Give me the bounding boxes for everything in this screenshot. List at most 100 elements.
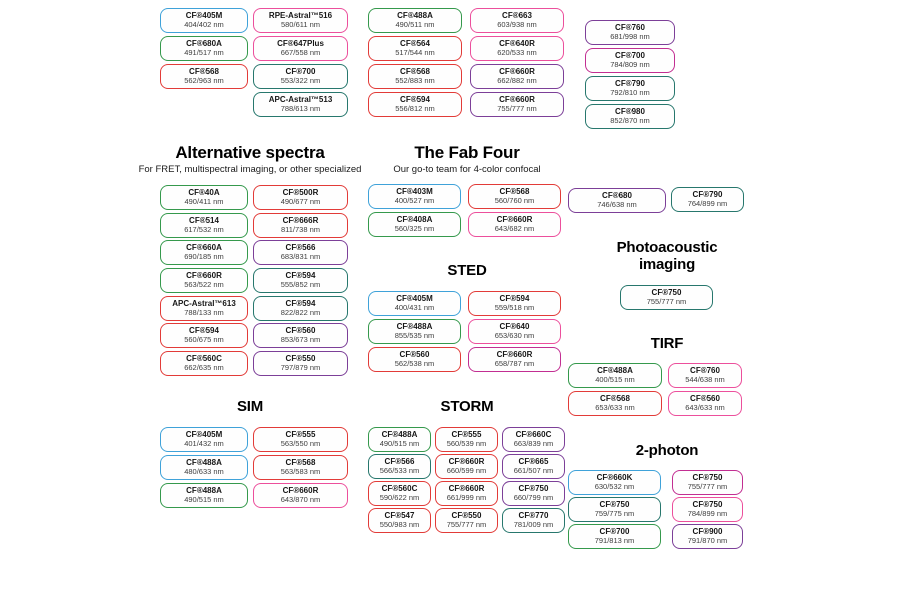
dye-name: CF®700	[599, 527, 630, 537]
dye-name: CF®568	[189, 67, 219, 77]
dye-name: CF®568	[499, 187, 530, 197]
dye-wavelengths: 643/633 nm	[685, 402, 725, 412]
dye-name: CF®594	[285, 271, 316, 281]
section-title: Alternative spectra	[175, 143, 325, 162]
dye-wavelengths: 792/810 nm	[610, 87, 650, 97]
dye-wavelengths: 560/675 nm	[184, 334, 224, 344]
dye-name: CF®568	[400, 67, 430, 77]
dye-wavelengths: 788/133 nm	[184, 307, 224, 317]
dye-name: CF®750	[518, 484, 549, 494]
dye-name: CF®560	[285, 326, 316, 336]
dye-name: CF®663	[502, 11, 532, 21]
dye-name: CF®566	[285, 243, 316, 253]
dye-wavelengths: 560/760 nm	[494, 195, 535, 205]
dye-name: CF®660A	[186, 243, 222, 253]
dye-name: CF®547	[384, 511, 415, 521]
dye-wavelengths: 560/325 nm	[394, 223, 435, 233]
dye-name: CF®660C	[515, 430, 552, 440]
section-header: Photoacoustic imaging	[616, 239, 718, 273]
dye-name: CF®550	[285, 354, 316, 364]
dye-name: CF®790	[615, 79, 645, 89]
dye-name: CF®660R	[282, 486, 319, 496]
dye-name: RPE-Astral™516	[268, 11, 333, 21]
section-title: STED	[447, 262, 487, 279]
dye-wavelengths: 764/899 nm	[687, 198, 728, 208]
dye-name: CF®550	[451, 511, 482, 521]
dye-name: CF®488A	[597, 366, 633, 376]
section-header: SIM	[237, 398, 263, 416]
dye-name: CF®660K	[596, 473, 633, 483]
dye-wavelengths: 550/983 nm	[379, 519, 420, 529]
dye-name: CF®640	[499, 322, 530, 332]
dye-name: CF®980	[615, 107, 645, 117]
dye-name: CF®680A	[186, 39, 222, 49]
dye-name: CF®555	[285, 430, 316, 440]
dye-name: CF®750	[651, 288, 682, 298]
dye-wavelengths: 853/673 nm	[280, 334, 321, 344]
section-header: STORM	[441, 398, 494, 416]
dye-wavelengths: 791/813 nm	[594, 535, 635, 545]
dye-name: CF®488A	[397, 11, 433, 21]
dye-wavelengths: 683/831 nm	[280, 251, 321, 261]
dye-name: CF®405M	[185, 430, 223, 440]
dye-name: CF®560C	[381, 484, 418, 494]
dye-wavelengths: 784/899 nm	[687, 508, 728, 518]
dye-wavelengths: 788/613 nm	[280, 103, 321, 113]
section-title: Photoacoustic imaging	[616, 239, 718, 273]
dye-wavelengths: 681/998 nm	[610, 31, 650, 41]
dye-wavelengths: 517/544 nm	[395, 47, 435, 57]
dye-wavelengths: 791/870 nm	[687, 535, 728, 545]
dye-name: CF®750	[692, 473, 723, 483]
dye-wavelengths: 643/682 nm	[494, 223, 535, 233]
dye-name: CF®594	[189, 326, 219, 336]
section-header: STED	[447, 262, 487, 280]
dye-name: CF®568	[600, 394, 630, 404]
dye-wavelengths: 480/633 nm	[184, 466, 224, 476]
dye-name: CF®665	[518, 457, 549, 467]
dye-wavelengths: 617/532 nm	[184, 224, 224, 234]
dye-wavelengths: 755/777 nm	[497, 103, 537, 113]
section-header: 2-photon	[636, 442, 699, 460]
dye-wavelengths: 662/635 nm	[184, 362, 224, 372]
dye-name: CF®500R	[282, 188, 319, 198]
dye-wavelengths: 563/522 nm	[184, 279, 224, 289]
dye-wavelengths: 490/515 nm	[379, 438, 420, 448]
dye-wavelengths: 491/517 nm	[184, 47, 224, 57]
dye-name: CF®594	[400, 95, 430, 105]
